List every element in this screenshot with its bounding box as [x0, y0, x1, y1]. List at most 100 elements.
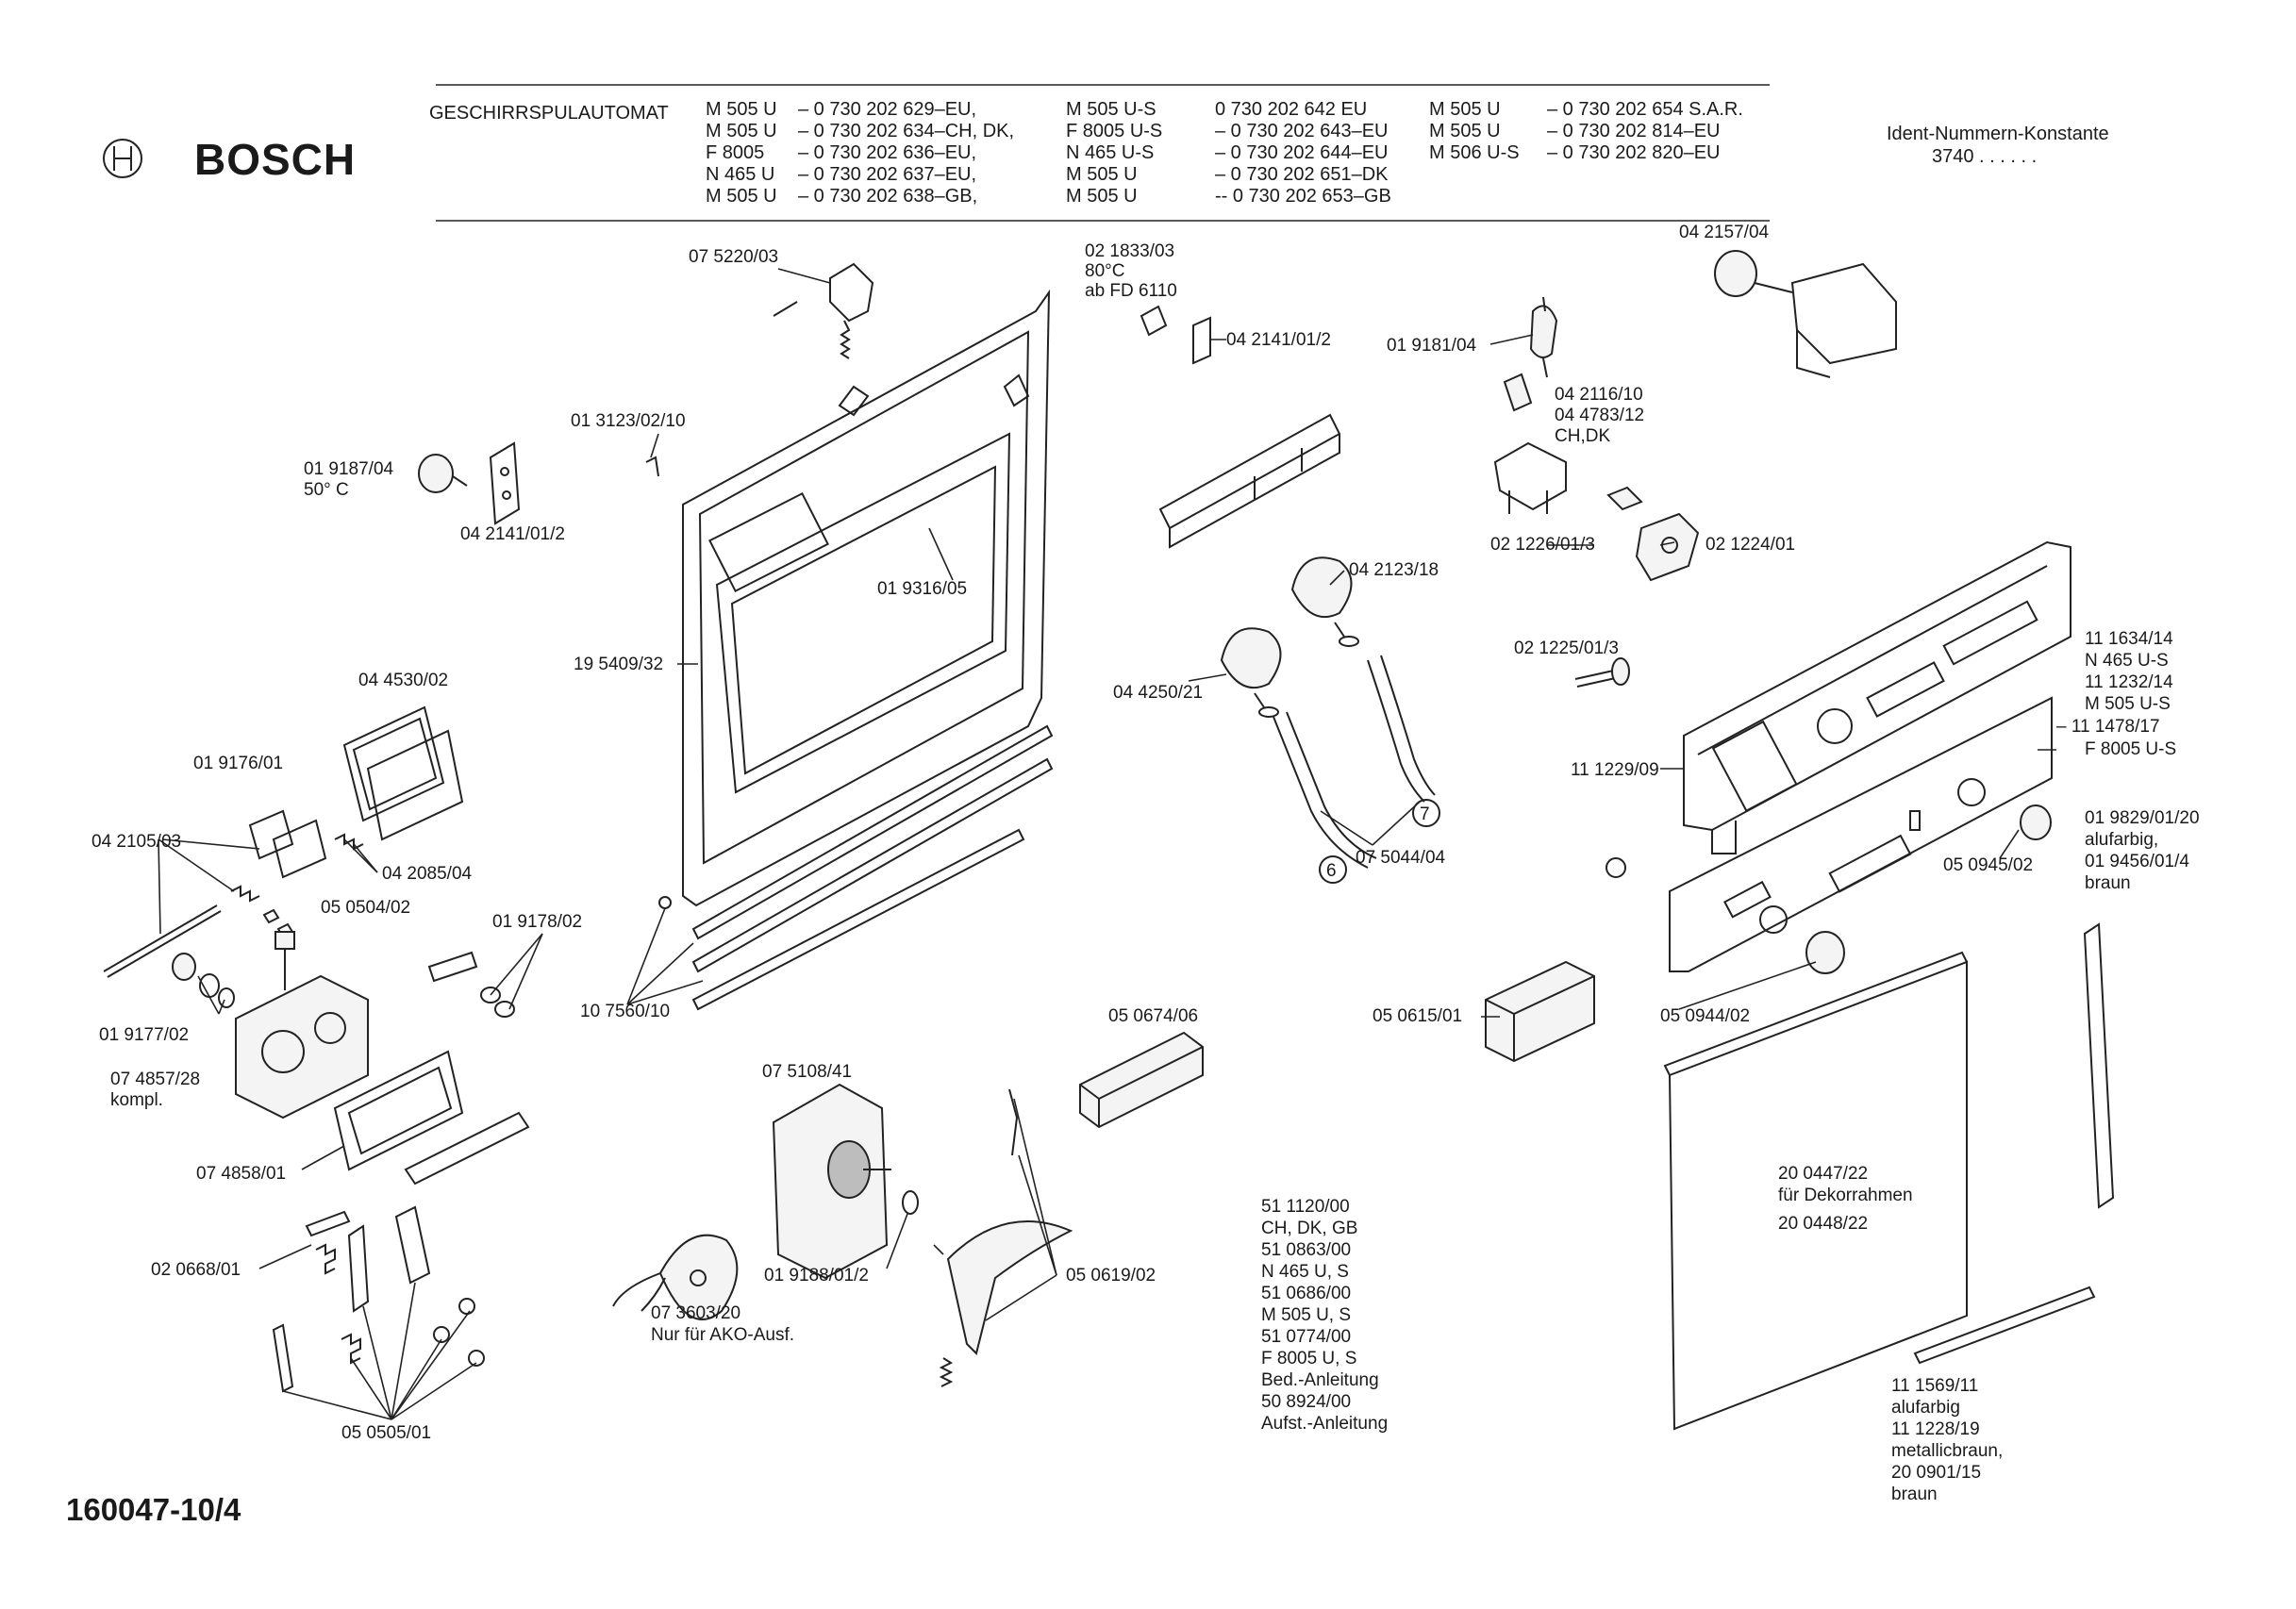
callout: 02 0668/01 [151, 1260, 241, 1280]
callout: 05 0504/02 [321, 898, 410, 918]
callout: 04 2157/04 [1679, 223, 1770, 242]
thermostat-bracket [1714, 250, 1897, 378]
callout: 05 0674/06 [1108, 1006, 1198, 1026]
screw-02-1225 [1574, 657, 1630, 688]
decor-door-panel [1663, 951, 1968, 1431]
callout: 04 2141/01/2 [460, 524, 565, 544]
callout: alufarbig, [2085, 830, 2158, 850]
ring-washer [1606, 857, 1626, 878]
callout: M 505 U, S [1261, 1305, 1351, 1325]
strip-bracket [404, 1111, 530, 1186]
control-panel-housing [1683, 540, 2071, 854]
header-entry: – 0 730 202 636–EU, [798, 142, 976, 163]
marker-7: 7 [1420, 804, 1430, 824]
header-entry: F 8005 U-S [1066, 121, 1162, 141]
callout: 51 1120/00 [1261, 1197, 1350, 1217]
header-numbers-col6: – 0 730 202 654 S.A.R.– 0 730 202 814–EU… [1547, 99, 1743, 163]
callout: 51 0774/00 [1261, 1327, 1351, 1347]
rod-04-2105 [103, 904, 218, 972]
callout: 05 0619/02 [1066, 1266, 1156, 1286]
part-01-9177 [172, 953, 235, 1008]
header-entry: M 505 U-S [1066, 99, 1156, 120]
hose-7 [1367, 655, 1436, 803]
callout: 11 1569/11 [1891, 1376, 1978, 1396]
callout: 01 9829/01/20 [2085, 808, 2200, 828]
callout: 11 1634/14 [2085, 629, 2173, 649]
marker-6: 6 [1326, 861, 1337, 881]
callout: 04 4250/21 [1113, 683, 1203, 703]
callout: 10 7560/10 [580, 1002, 670, 1021]
top-clips [1140, 305, 1211, 365]
callout: 07 5220/03 [689, 247, 778, 267]
header-entry: M 505 U [1066, 164, 1138, 185]
callout: 80°C [1085, 261, 1124, 281]
spring-04-2085 [230, 833, 364, 903]
door-switch [1493, 441, 1643, 514]
clip-10-7560 [658, 896, 672, 909]
header-models-col3: M 505 U-SF 8005 U-SN 465 U-SM 505 UM 505… [1066, 99, 1162, 207]
callout: 07 4857/28 [110, 1070, 200, 1089]
header-numbers-col4: 0 730 202 642 EU– 0 730 202 643–EU– 0 73… [1215, 99, 1391, 207]
thermal-fuse [1503, 296, 1558, 412]
callout: 04 2085/04 [382, 864, 473, 884]
header-entry: M 505 U [1429, 99, 1501, 120]
part-01-9178 [427, 951, 515, 1018]
callout: 04 2141/01/2 [1226, 330, 1331, 350]
thermostat-01-9187 [418, 454, 468, 493]
bosch-logo-icon [103, 139, 142, 178]
callout: 04 2105/03 [92, 832, 181, 852]
callout: 07 5044/04 [1356, 848, 1446, 868]
dispenser-assembly [235, 974, 369, 1120]
header-entry: – 0 730 202 643–EU [1215, 121, 1389, 141]
dispenser-lid [248, 809, 327, 879]
hinge-parts [272, 1205, 485, 1393]
header-numbers-col2: – 0 730 202 629–EU,– 0 730 202 634–CH, D… [798, 99, 1014, 207]
header-entry: N 465 U-S [1066, 142, 1154, 163]
rod-04-2105-edge [107, 910, 222, 978]
header-entry: -- 0 730 202 653–GB [1215, 186, 1391, 207]
dispenser-seal [342, 705, 464, 841]
callout: 05 0615/01 [1373, 1006, 1462, 1026]
header-entry: – 0 730 202 654 S.A.R. [1547, 99, 1743, 120]
callout: N 465 U, S [1261, 1262, 1349, 1282]
callout: braun [1891, 1485, 1938, 1504]
brand-name: BOSCH [194, 135, 356, 184]
callout: alufarbig [1891, 1398, 1960, 1418]
header-entry: M 506 U-S [1429, 142, 1520, 163]
ident-value: 3740 . . . . . . [1932, 146, 2037, 167]
header-models-col5: M 505 UM 505 UM 506 U-S [1429, 99, 1520, 163]
pressure-switch-1 [1220, 627, 1282, 718]
header-entry: F 8005 [706, 142, 764, 163]
header-entry: – 0 730 202 814–EU [1547, 121, 1721, 141]
hinge-bracket [773, 262, 874, 359]
header-entry: – 0 730 202 629–EU, [798, 99, 976, 120]
callout: 01 9187/04 [304, 459, 394, 479]
callout: 20 0448/22 [1778, 1214, 1868, 1234]
header-entry: – 0 730 202 634–CH, DK, [798, 121, 1014, 141]
callout: 02 1833/03 [1085, 241, 1174, 261]
callout: 20 0901/15 [1891, 1463, 1981, 1483]
callout: M 505 U-S [2085, 694, 2171, 714]
knob-01-9829 [2020, 804, 2052, 840]
callout: 05 0505/01 [341, 1423, 431, 1443]
ring-01-9188 [902, 1190, 919, 1215]
callout: 04 2123/18 [1349, 560, 1439, 580]
callout: braun [2085, 873, 2131, 893]
knob-05-0944 [1805, 931, 1845, 974]
callout: 05 0945/02 [1943, 855, 2033, 875]
ident-title: Ident-Nummern-Konstante [1887, 124, 2109, 144]
callout: 01 3123/02/10 [571, 411, 686, 431]
callout: – 11 1478/17 [2056, 717, 2160, 737]
callout: 07 3603/20 [651, 1303, 740, 1323]
header-entry: M 505 U [706, 186, 777, 207]
hose-6 [1273, 711, 1377, 869]
header-entry: – 0 730 202 637–EU, [798, 164, 976, 185]
callout: ab FD 6110 [1085, 281, 1177, 301]
header-entry: – 0 730 202 638–GB, [798, 186, 977, 207]
callout: 01 9181/04 [1387, 336, 1477, 356]
callout: 11 1228/19 [1891, 1419, 1980, 1439]
callout: 02 1224/01 [1705, 535, 1795, 555]
header-entry: M 505 U [1066, 186, 1138, 207]
